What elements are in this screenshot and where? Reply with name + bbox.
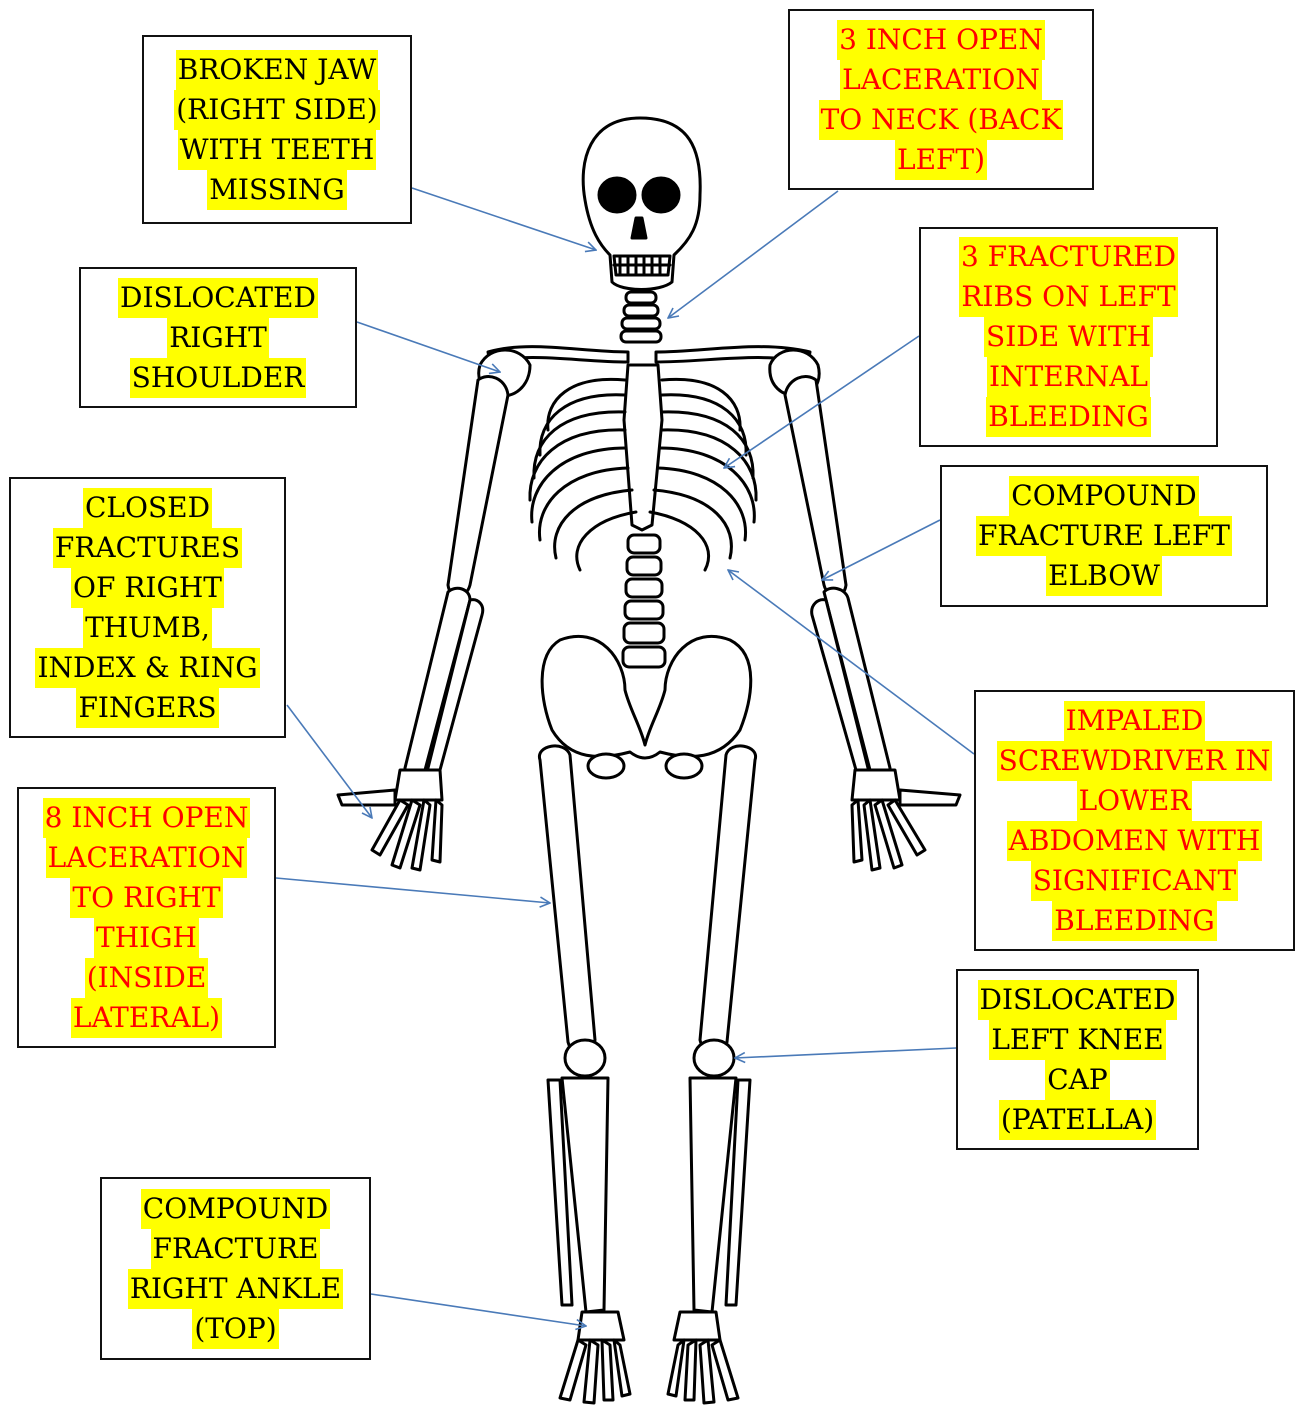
label-line: WITH TEETH (178, 130, 376, 170)
arrow-broken-jaw (412, 188, 596, 250)
label-line: ABDOMEN WITH (1007, 821, 1263, 861)
arrow-fractured-ribs (724, 336, 919, 468)
label-line: TO NECK (BACK (819, 100, 1064, 140)
label-line: FRACTURES (53, 528, 242, 568)
label-line: RIGHT ANKLE (128, 1269, 343, 1309)
arrow-compound-ankle (371, 1294, 586, 1326)
label-line: (PATELLA) (999, 1100, 1156, 1140)
label-line: 3 FRACTURED (959, 237, 1178, 277)
label-line: BLEEDING (1052, 901, 1216, 941)
label-line: ELBOW (1046, 556, 1162, 596)
label-line: LACERATION (46, 838, 248, 878)
label-line: MISSING (207, 170, 347, 210)
label-line: SHOULDER (130, 358, 307, 398)
arrow-impaled-screwdriver (728, 570, 974, 754)
label-line: (INSIDE (85, 958, 209, 998)
label-line: SCREWDRIVER IN (997, 741, 1273, 781)
label-line: BLEEDING (986, 397, 1150, 437)
arrow-closed-fractures (287, 705, 372, 818)
label-line: COMPOUND (141, 1189, 330, 1229)
label-line: BROKEN JAW (176, 50, 378, 90)
label-line: DISLOCATED (978, 980, 1178, 1020)
label-line: 8 INCH OPEN (43, 798, 251, 838)
label-line: LEFT) (895, 140, 987, 180)
label-line: CLOSED (83, 488, 212, 528)
arrow-neck-laceration (668, 191, 838, 318)
label-line: 3 INCH OPEN (837, 20, 1045, 60)
label-line: LACERATION (840, 60, 1042, 100)
label-line: (RIGHT SIDE) (174, 90, 379, 130)
label-line: COMPOUND (1009, 476, 1198, 516)
label-line: FINGERS (76, 688, 218, 728)
label-line: RIBS ON LEFT (959, 277, 1177, 317)
label-line: IMPALED (1064, 701, 1206, 741)
label-line: DISLOCATED (118, 278, 318, 318)
label-line: LEFT KNEE (989, 1020, 1165, 1060)
label-line: FRACTURE LEFT (976, 516, 1232, 556)
arrow-dislocated-shoulder (357, 322, 500, 372)
label-line: LATERAL) (71, 998, 222, 1038)
arrow-thigh-laceration (276, 878, 550, 903)
label-line: THIGH (94, 918, 199, 958)
label-line: THUMB, (83, 608, 212, 648)
label-line: (TOP) (192, 1309, 278, 1349)
label-line: INTERNAL (987, 357, 1150, 397)
arrow-dislocated-knee (735, 1048, 956, 1058)
label-line: TO RIGHT (70, 878, 222, 918)
label-line: CAP (1045, 1060, 1109, 1100)
arrow-compound-elbow (822, 520, 940, 580)
label-line: INDEX & RING (35, 648, 259, 688)
label-line: FRACTURE (151, 1229, 321, 1269)
label-line: SIDE WITH (984, 317, 1153, 357)
label-line: SIGNIFICANT (1031, 861, 1238, 901)
label-line: LOWER (1077, 781, 1193, 821)
label-line: OF RIGHT (71, 568, 224, 608)
label-line: RIGHT (167, 318, 269, 358)
